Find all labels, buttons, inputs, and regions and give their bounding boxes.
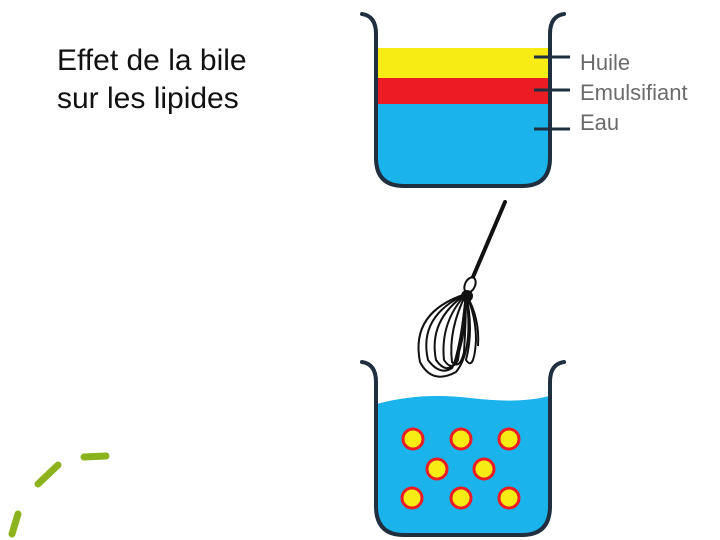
label-emulsifiant: Emulsifiant xyxy=(580,80,688,105)
water-body xyxy=(377,396,549,534)
oil-droplet xyxy=(401,427,425,451)
whisk-icon xyxy=(417,200,507,378)
oil-droplet xyxy=(497,486,521,510)
oil-droplet xyxy=(425,457,449,481)
top-beaker xyxy=(360,12,566,188)
title-line-1: Effet de la bile xyxy=(57,44,247,77)
diagram-title: Effet de la bile sur les lipides xyxy=(57,42,247,118)
bottom-beaker xyxy=(360,360,566,537)
oil-droplet xyxy=(449,427,473,451)
beaker-outline-top xyxy=(360,12,566,188)
label-eau: Eau xyxy=(580,110,619,135)
oil-droplet xyxy=(449,486,473,510)
dashed-arc-decoration xyxy=(8,452,110,538)
title-line-2: sur les lipides xyxy=(57,82,239,115)
oil-droplet xyxy=(497,427,521,451)
oil-droplet xyxy=(400,486,424,510)
emulsifier-layer xyxy=(377,78,549,104)
water-layer xyxy=(377,104,549,185)
label-huile: Huile xyxy=(580,50,630,75)
oil-droplet xyxy=(472,457,496,481)
oil-droplets xyxy=(400,427,521,510)
beaker-outline-bottom xyxy=(360,360,566,537)
oil-layer xyxy=(377,48,549,78)
layer-labels: Huile Emulsifiant Eau xyxy=(534,50,688,135)
